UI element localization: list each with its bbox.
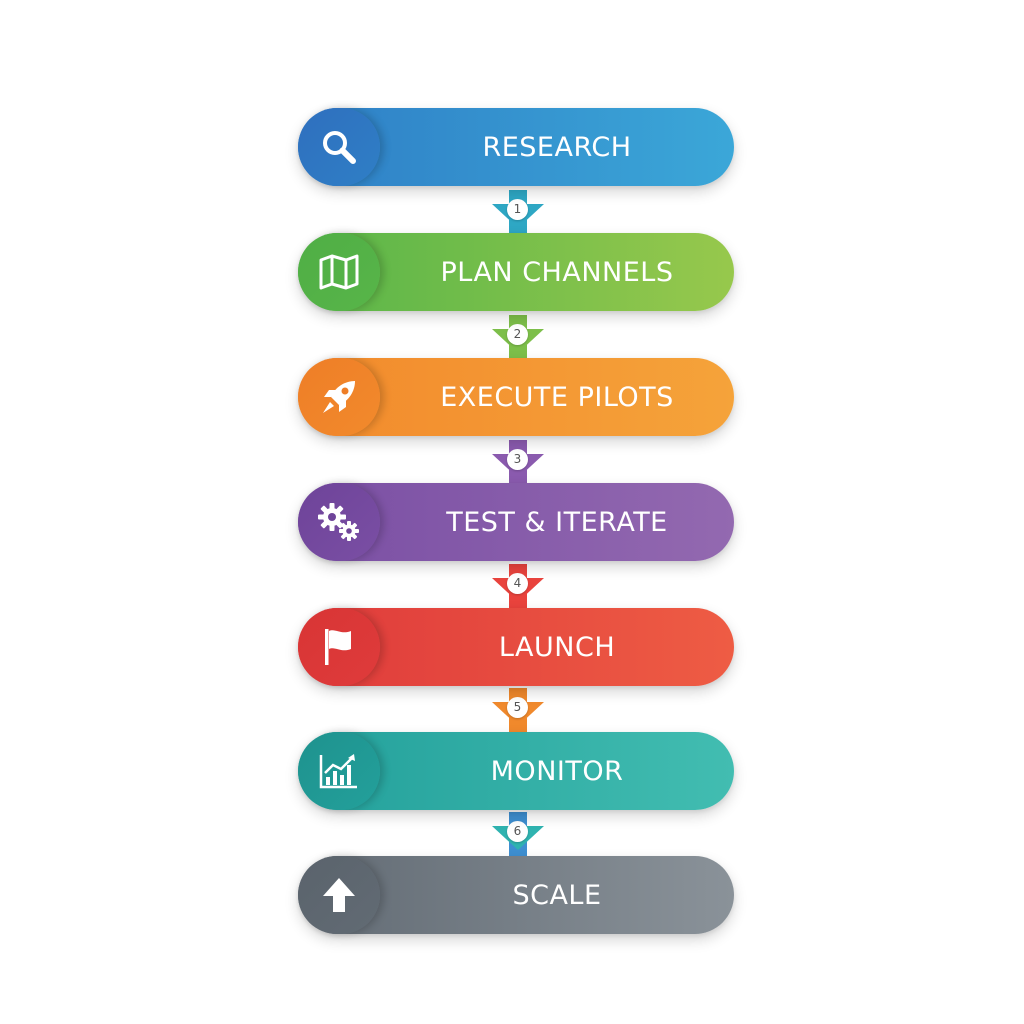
step-launch[interactable]: LAUNCH [298,608,734,686]
icon-cap [298,358,380,436]
icon-cap [298,108,380,186]
step-number-badge: 3 [507,449,528,470]
step-number-badge: 1 [507,199,528,220]
connector-2: 2 [488,315,548,365]
step-execute-pilots[interactable]: EXECUTE PILOTS [298,358,734,436]
step-label: LAUNCH [498,631,616,663]
step-label: PLAN CHANNELS [440,256,674,288]
step-label: TEST & ITERATE [446,506,668,538]
step-monitor[interactable]: MONITOR [298,732,734,810]
step-test-iterate[interactable]: TEST & ITERATE [298,483,734,561]
step-research[interactable]: RESEARCH [298,108,734,186]
magnifier-icon [323,131,356,164]
step-scale[interactable]: SCALE [298,856,734,934]
step-number-badge: 4 [507,573,528,594]
gears-icon [318,503,359,541]
chart-icon [319,754,357,789]
step-number-badge: 5 [507,697,528,718]
step-number-badge: 6 [507,821,528,842]
step-plan-channels[interactable]: PLAN CHANNELS [298,233,734,311]
connector-1: 1 [488,190,548,240]
rocket-icon [323,381,355,413]
connector-5: 5 [488,688,548,738]
step-label: RESEARCH [482,131,632,163]
step-label: SCALE [512,879,602,911]
connector-6: 6 [488,812,548,862]
step-label: EXECUTE PILOTS [440,381,674,413]
icon-cap [298,233,380,311]
arrow-up-icon [323,878,355,912]
icon-cap [298,483,380,561]
connector-4: 4 [488,564,548,614]
connector-3: 3 [488,440,548,490]
step-number-badge: 2 [507,324,528,345]
map-icon [319,254,359,290]
flag-icon [325,629,351,665]
icon-cap [298,608,380,686]
icon-cap [298,856,380,934]
step-label: MONITOR [490,755,624,787]
icon-cap [298,732,380,810]
